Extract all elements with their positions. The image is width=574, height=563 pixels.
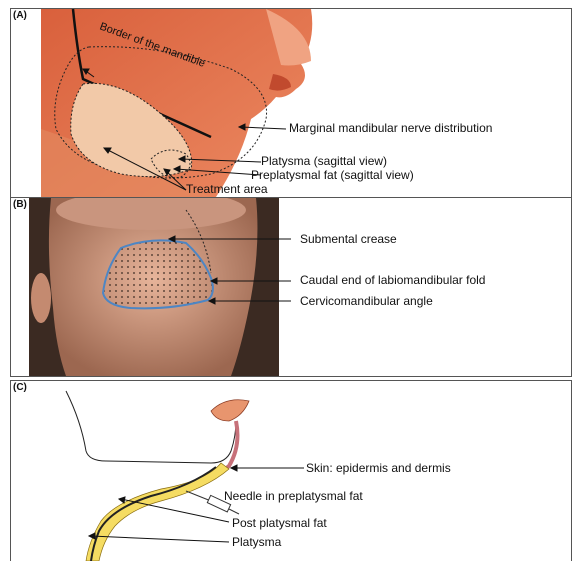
preplatysmal-fat-layer <box>86 463 229 561</box>
lips-shape <box>211 400 249 421</box>
preplatysmal-fat-label: Preplatysmal fat (sagittal view) <box>251 168 414 182</box>
platysma-label: Platysma <box>232 535 282 549</box>
chin-outline <box>66 391 236 463</box>
panel-b-label: (B) <box>13 199 27 210</box>
post-platysmal-fat-label: Post platysmal fat <box>232 516 327 530</box>
needle-label: Needle in preplatysmal fat <box>224 489 363 503</box>
panel-c-arrows <box>89 465 304 542</box>
panel-a-label: (A) <box>13 10 27 21</box>
panel-c-label: (C) <box>13 382 27 393</box>
submental-crease-label: Submental crease <box>300 232 397 246</box>
panel-a: (A) <box>10 8 572 198</box>
panel-c: (C) Skin: epidermis and dermis Needle in… <box>10 380 572 561</box>
panel-c-figure: Skin: epidermis and dermis Needle in pre… <box>11 381 571 561</box>
panel-b-figure: Submental crease Caudal end of labiomand… <box>11 198 571 376</box>
skin-layer-label: Skin: epidermis and dermis <box>306 461 451 475</box>
cervicomandibular-angle-label: Cervicomandibular angle <box>300 294 433 308</box>
platysma-sagittal-label: Platysma (sagittal view) <box>261 154 387 168</box>
labiomandibular-fold-label: Caudal end of labiomandibular fold <box>300 273 485 287</box>
panel-b: (B) Subm <box>10 197 572 377</box>
panel-a-figure: Border of the mandible Marginal mandibul… <box>11 9 571 197</box>
treatment-area-label: Treatment area <box>186 182 268 196</box>
nerve-distribution-label: Marginal mandibular nerve distribution <box>289 121 492 135</box>
